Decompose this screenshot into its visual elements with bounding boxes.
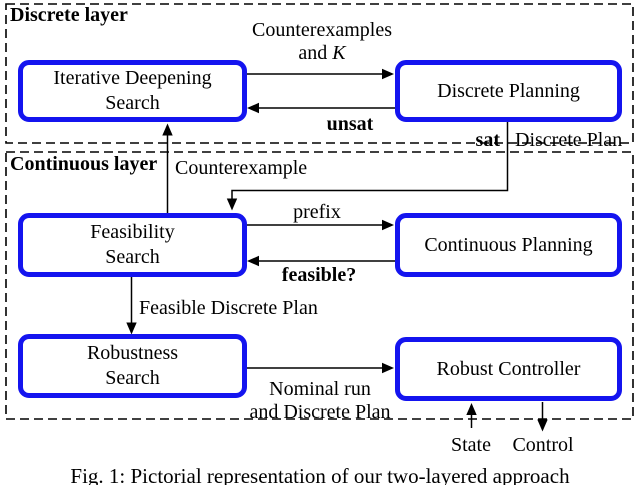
box-robustness-search: Robustness Search: [18, 334, 247, 398]
edge-label-unsat: unsat: [326, 113, 374, 135]
box-label-line: Robustness: [86, 342, 179, 364]
continuous-layer-border: [5, 151, 634, 420]
edge-label-and: and: [298, 42, 333, 64]
arrowhead-right-counterexamples: [382, 68, 394, 80]
box-label-line: Iterative Deepening: [53, 67, 212, 89]
box-label-line: Search: [105, 367, 160, 389]
edge-label-nominal-run: Nominal run and Discrete Plan: [230, 378, 410, 424]
edge-label-counterexamples: Counterexamples and K: [232, 19, 412, 65]
edge-label-counterexamples-line2: and K: [232, 42, 412, 65]
layer-label-continuous: Continuous layer: [10, 153, 158, 175]
arrowhead-up-state: [466, 403, 477, 415]
arrowhead-right-nominal-run: [382, 362, 394, 374]
box-robust-controller: Robust Controller: [395, 337, 622, 401]
edge-label-sat: sat: [475, 129, 500, 151]
arrow-line-discrete-plan: [231, 122, 509, 200]
edge-label-counterexample: Counterexample: [175, 157, 308, 179]
box-label-line: Discrete Planning: [437, 79, 580, 102]
box-feasibility-search: Feasibility Search: [18, 213, 247, 277]
box-label-line: Feasibility: [90, 221, 175, 243]
arrow-heads: [126, 68, 548, 432]
discrete-layer-border: [5, 3, 634, 144]
layer-label-discrete: Discrete layer: [10, 4, 128, 26]
edge-label-k-symbol: K: [332, 42, 346, 64]
box-continuous-planning: Continuous Planning: [395, 213, 622, 277]
arrowhead-down-discrete-plan: [226, 198, 238, 211]
arrowhead-down-control: [537, 419, 548, 432]
box-label-line: Search: [105, 246, 160, 268]
box-label-line: Robust Controller: [436, 357, 581, 380]
figure-caption: Fig. 1: Pictorial representation of our …: [70, 464, 570, 485]
edge-label-discrete-plan: Discrete Plan: [515, 129, 623, 151]
edge-label-state: State: [451, 434, 491, 456]
arrow-lines: [130, 73, 544, 428]
arrowhead-up-counterexample: [162, 123, 173, 136]
box-label-line: Search: [105, 92, 160, 114]
edge-label-feasible: feasible?: [281, 264, 357, 286]
edge-label-nominal-run-line1: Nominal run: [269, 378, 371, 400]
edge-label-prefix: prefix: [293, 201, 341, 223]
edge-label-feasible-discrete-plan: Feasible Discrete Plan: [139, 297, 318, 319]
arrowhead-left-feasible: [247, 255, 259, 267]
arrowhead-down-feasible-discrete-plan: [126, 322, 137, 335]
arrowhead-right-prefix: [382, 219, 394, 231]
layer-borders: [5, 3, 634, 420]
edge-label-control: Control: [512, 434, 574, 456]
box-iterative-deepening-search: Iterative Deepening Search: [18, 60, 247, 122]
arrowhead-left-unsat: [247, 102, 259, 114]
box-label-line: Continuous Planning: [424, 233, 593, 256]
edge-label-counterexamples-line1: Counterexamples: [252, 19, 392, 41]
edge-label-nominal-run-line2: and Discrete Plan: [249, 401, 391, 423]
box-discrete-planning: Discrete Planning: [395, 60, 622, 122]
